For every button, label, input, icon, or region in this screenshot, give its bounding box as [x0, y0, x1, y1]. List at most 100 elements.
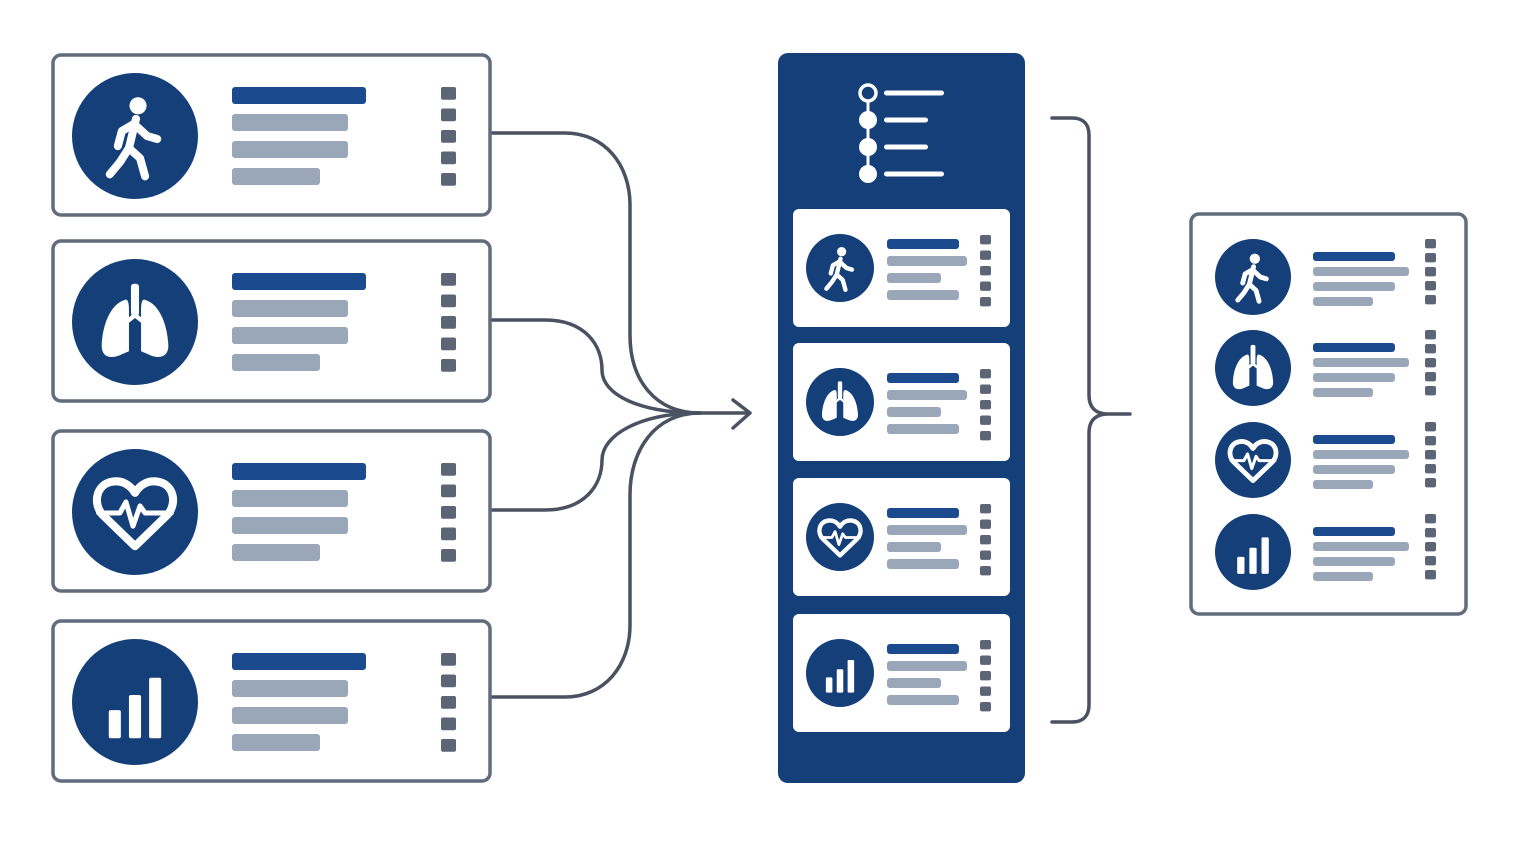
dot [980, 235, 991, 245]
text-line [887, 695, 959, 705]
text-line [232, 734, 320, 751]
bar-chart-icon [806, 639, 874, 707]
heading-line [887, 373, 959, 383]
dot [980, 431, 991, 441]
text-line [1313, 557, 1395, 566]
dots-column [1425, 514, 1436, 580]
heading-line [232, 273, 366, 290]
connector-layer [488, 131, 752, 699]
check-line [884, 144, 928, 150]
lungs-icon [72, 259, 198, 385]
merged-panel [778, 53, 1025, 783]
text-line [887, 525, 967, 535]
dot [980, 369, 991, 379]
icon-badge [806, 503, 874, 571]
placeholder-text-lines [1313, 435, 1409, 489]
icon-badge [1215, 422, 1291, 498]
dot [980, 281, 991, 291]
dot [441, 273, 456, 286]
merged-row [793, 478, 1010, 596]
dot [441, 717, 456, 731]
text-line [1313, 542, 1409, 551]
text-line [232, 141, 348, 158]
summary-row [1215, 330, 1436, 406]
connector-line [488, 131, 702, 415]
icon-badge [72, 449, 198, 575]
dots-column [1425, 330, 1436, 396]
placeholder-text-lines [1313, 343, 1409, 397]
text-line [887, 678, 941, 688]
dot [980, 640, 991, 650]
check-node [859, 165, 877, 183]
summary-row [1215, 239, 1436, 315]
group-bracket [1050, 116, 1132, 724]
heading-line [1313, 435, 1395, 444]
dot [980, 671, 991, 681]
dot [441, 294, 456, 308]
walking-person-icon [72, 73, 198, 199]
dot [980, 504, 991, 514]
text-line [232, 354, 320, 371]
dot [1425, 372, 1436, 382]
icon-badge [806, 368, 874, 436]
dot [441, 130, 456, 143]
text-line [232, 114, 348, 131]
source-cards [51, 53, 492, 783]
text-line [1313, 480, 1373, 489]
dot [1425, 386, 1436, 396]
placeholder-text-lines [232, 653, 366, 751]
dot [1425, 267, 1436, 277]
dot [980, 702, 991, 712]
dot [1425, 514, 1436, 524]
dot [1425, 422, 1436, 432]
text-line [232, 327, 348, 344]
dot [980, 566, 991, 576]
dot [441, 463, 456, 476]
dot [1425, 253, 1436, 263]
dot [441, 696, 456, 709]
dot [980, 535, 991, 545]
heading-line [232, 463, 366, 480]
heart-pulse-icon [1215, 422, 1291, 498]
dot [1425, 281, 1436, 291]
text-line [887, 661, 967, 671]
summary-row [1215, 514, 1436, 590]
dots-column [441, 653, 456, 752]
text-line [1313, 282, 1395, 291]
text-line [887, 559, 959, 569]
dot [441, 87, 456, 100]
text-line [887, 390, 967, 400]
text-line [887, 424, 959, 434]
placeholder-text-lines [232, 87, 366, 185]
merge-arrow-head [731, 398, 752, 430]
text-line [887, 542, 941, 552]
dot [441, 674, 456, 688]
dot [980, 250, 991, 260]
placeholder-text-lines [232, 273, 366, 371]
source-card [51, 53, 492, 217]
heart-pulse-icon [806, 503, 874, 571]
dot [441, 337, 456, 351]
dot [441, 506, 456, 519]
text-line [1313, 297, 1373, 306]
heading-line [232, 87, 366, 104]
dot [1425, 436, 1436, 446]
dot [441, 173, 456, 186]
dot [1425, 542, 1436, 552]
dot [441, 316, 456, 329]
dots-column [980, 235, 991, 307]
text-line [232, 490, 348, 507]
dot [441, 527, 456, 541]
source-card [51, 619, 492, 783]
dot [1425, 570, 1436, 580]
dot [1425, 358, 1436, 368]
dot [441, 653, 456, 666]
dot [980, 655, 991, 665]
text-line [232, 300, 348, 317]
heading-line [887, 239, 959, 249]
text-line [1313, 465, 1395, 474]
text-line [1313, 572, 1373, 581]
dot [980, 519, 991, 529]
source-card [51, 239, 492, 403]
